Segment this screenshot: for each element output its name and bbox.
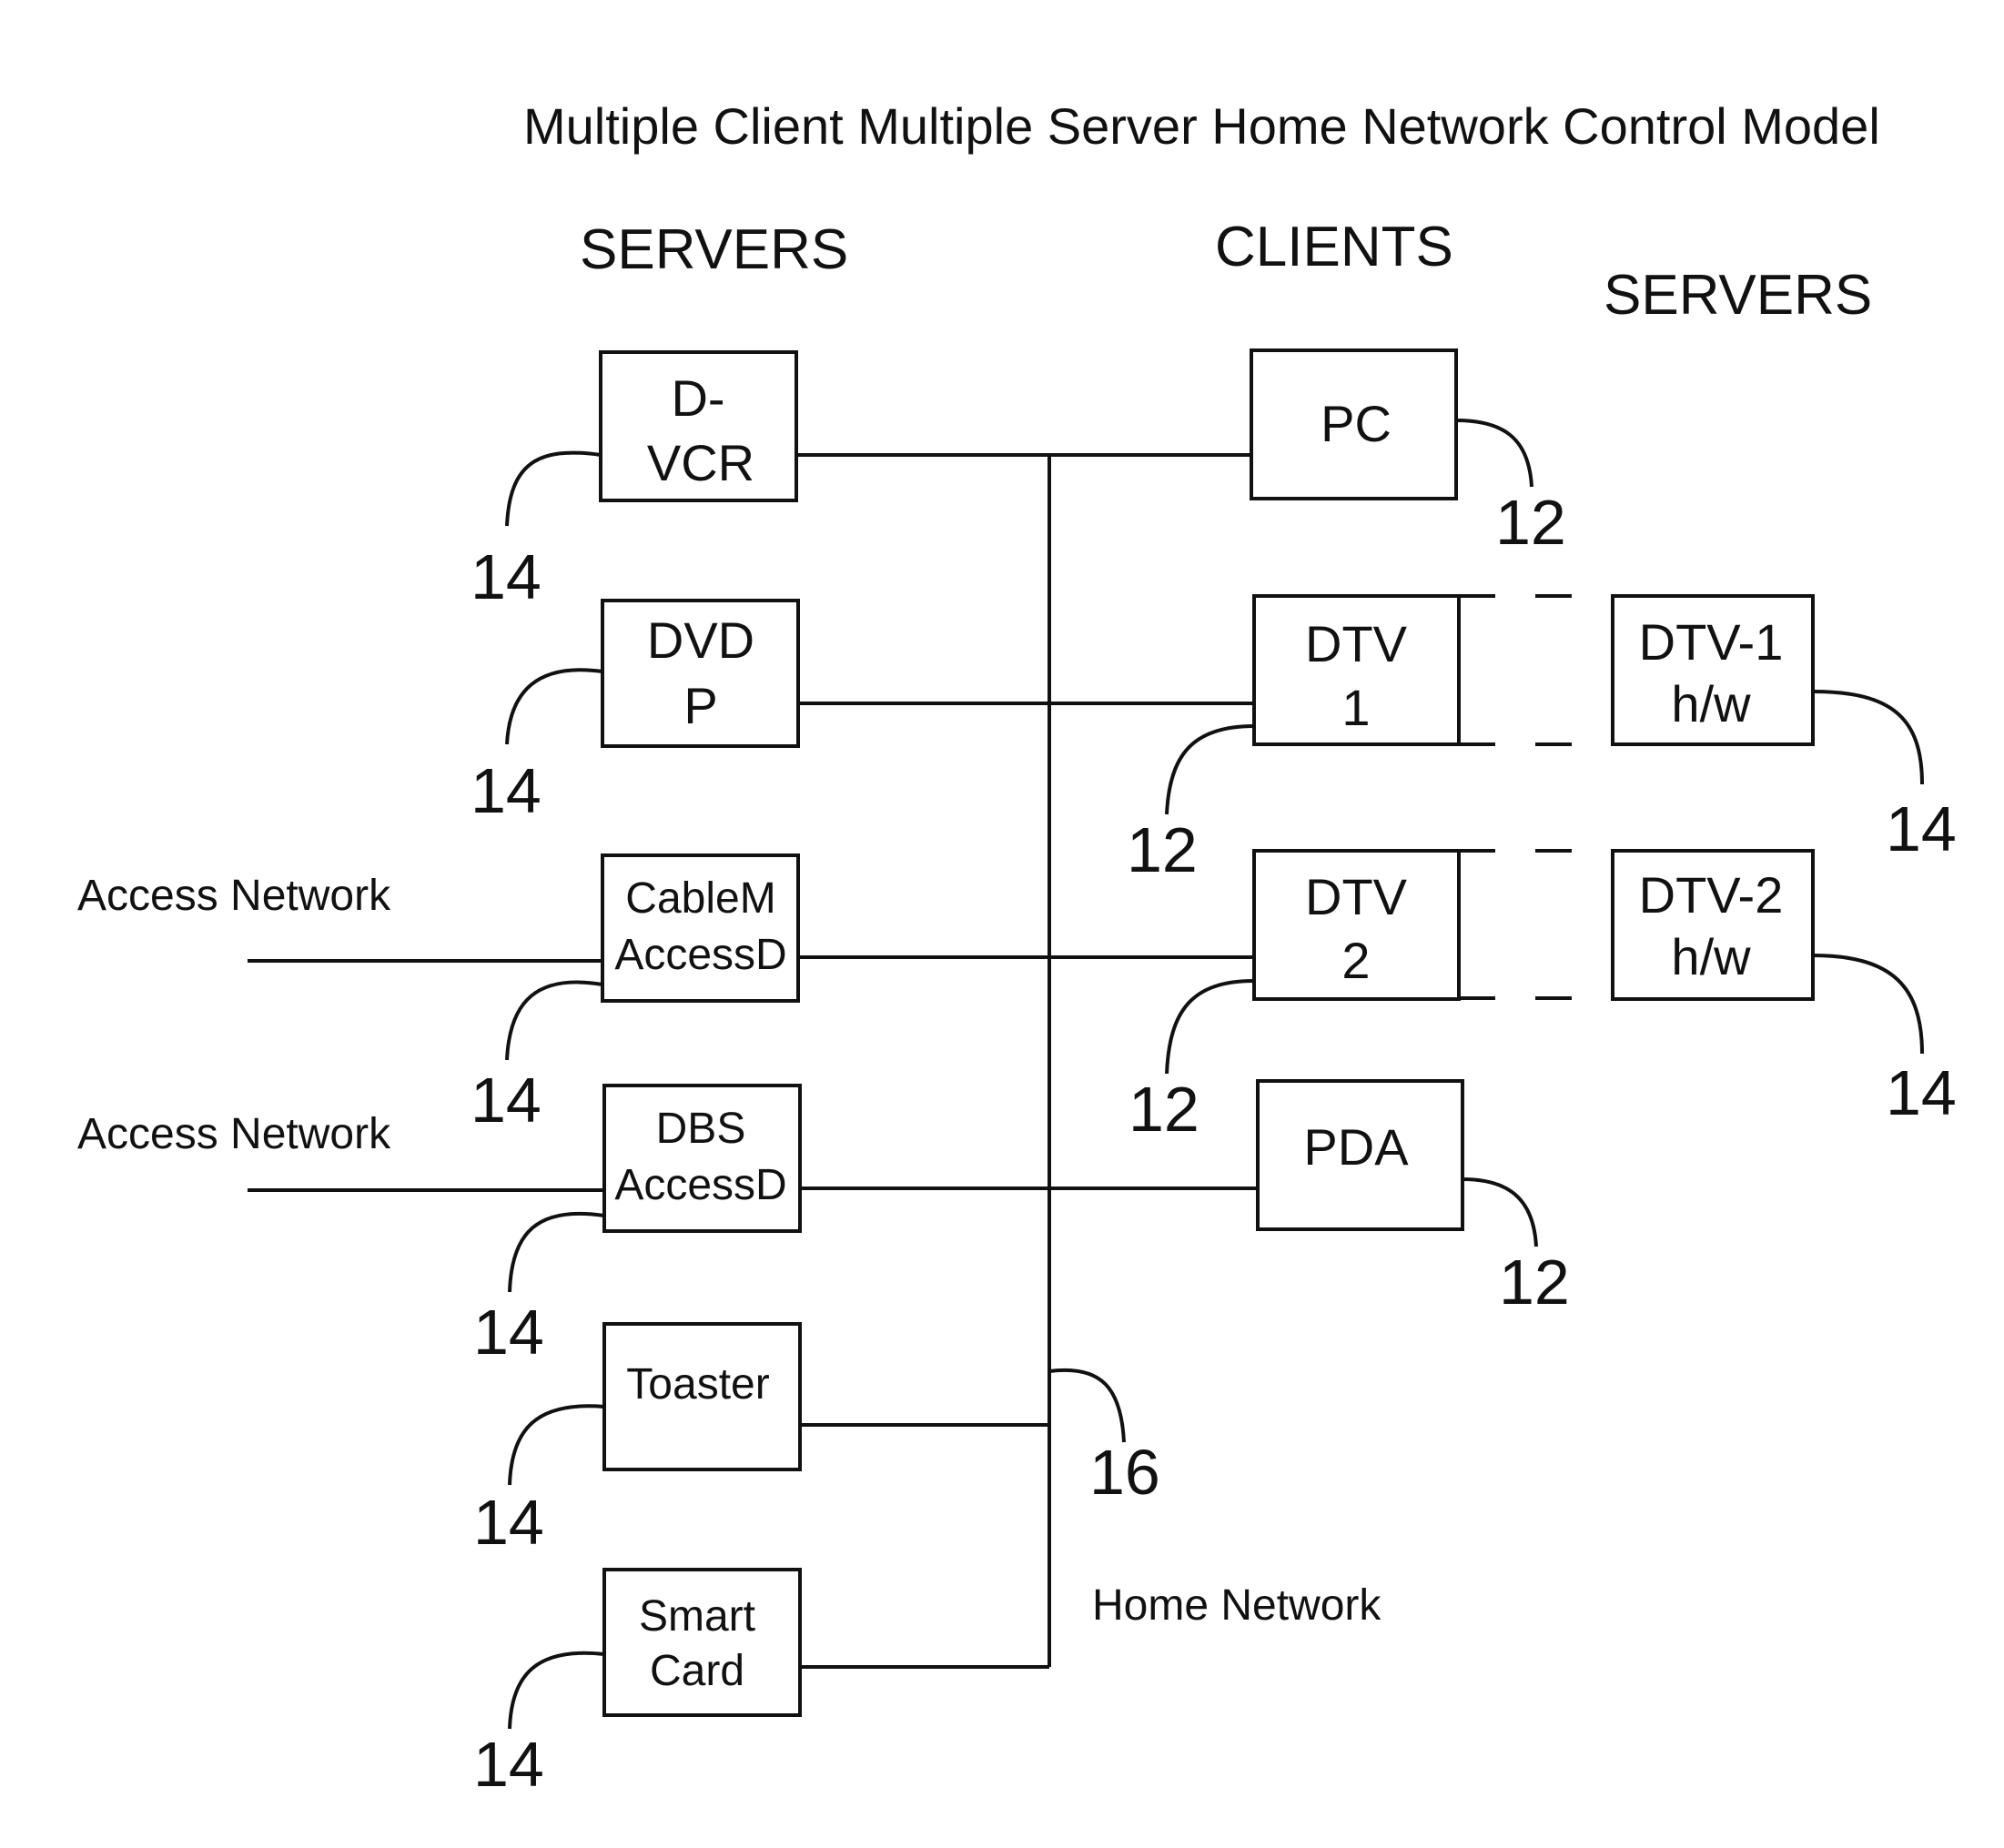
leader-pda: [1463, 1179, 1536, 1247]
leader-dtv2: [1167, 981, 1254, 1074]
client-dtv2-label-2: 2: [1341, 932, 1370, 989]
server-dvd-label-1: DVD: [647, 611, 754, 669]
ref-dbs: 14: [473, 1297, 544, 1368]
client-dtv1-label-1: DTV: [1305, 615, 1408, 672]
leader-dvcr: [507, 453, 601, 526]
diagram-title: Multiple Client Multiple Server Home Net…: [523, 97, 1880, 155]
access-network-label-1: Access Network: [77, 872, 391, 920]
server-cablem-label-1: CableM: [625, 874, 775, 923]
server-dtv1-hw-label-2: h/w: [1671, 675, 1751, 732]
leader-dbs: [510, 1214, 604, 1292]
server-dtv1-hw: DTV-1 h/w: [1613, 596, 1813, 744]
ref-dtv2: 12: [1129, 1074, 1199, 1145]
leader-dtv1: [1167, 726, 1254, 814]
leader-pc: [1456, 420, 1532, 487]
leader-dtv1-hw: [1813, 692, 1922, 784]
server-cablem: CableM AccessD: [602, 855, 798, 1001]
server-toaster-label-1: Toaster: [626, 1360, 769, 1409]
ref-dtv1: 12: [1127, 814, 1198, 885]
server-dvcr-label-2: VCR: [647, 434, 754, 491]
leader-smartcard: [510, 1653, 604, 1729]
ref-pda: 12: [1499, 1247, 1570, 1318]
server-dtv2-hw-label-2: h/w: [1671, 928, 1751, 985]
ref-cablem: 14: [471, 1065, 541, 1136]
server-dbs-label-2: AccessD: [614, 1161, 786, 1209]
server-dtv2-hw: DTV-2 h/w: [1613, 851, 1813, 999]
ref-pc: 12: [1495, 487, 1566, 558]
client-pda-label-1: PDA: [1303, 1118, 1409, 1176]
leader-dtv2-hw: [1813, 955, 1922, 1054]
ref-dtv2-hw: 14: [1886, 1057, 1957, 1128]
server-dvd: DVD P: [602, 601, 798, 746]
client-dtv1-label-2: 1: [1341, 679, 1370, 736]
leader-dvd: [507, 670, 602, 744]
leader-toaster: [510, 1406, 604, 1485]
server-smartcard-label-1: Smart: [639, 1592, 755, 1641]
server-cablem-label-2: AccessD: [614, 931, 786, 979]
ref-home-network: 16: [1089, 1437, 1160, 1508]
server-dtv1-hw-label-1: DTV-1: [1639, 613, 1784, 671]
server-smartcard: Smart Card: [604, 1570, 800, 1715]
server-smartcard-label-2: Card: [650, 1647, 744, 1695]
home-network-label: Home Network: [1092, 1581, 1382, 1630]
ref-dtv1-hw: 14: [1886, 793, 1957, 864]
server-dvcr-label-1: D-: [671, 369, 724, 427]
client-dtv2: DTV 2: [1254, 851, 1459, 999]
header-servers-left: SERVERS: [580, 218, 848, 281]
server-toaster: Toaster: [604, 1324, 800, 1469]
header-servers-right: SERVERS: [1604, 264, 1872, 327]
client-pc-label-1: PC: [1321, 395, 1392, 452]
leader-home-network: [1049, 1370, 1124, 1442]
server-dvcr: D- VCR: [601, 352, 796, 500]
client-pda: PDA: [1258, 1081, 1463, 1229]
server-dtv2-hw-label-1: DTV-2: [1639, 866, 1784, 924]
server-dbs-label-1: DBS: [656, 1105, 746, 1153]
header-clients: CLIENTS: [1215, 216, 1453, 278]
leader-cablem: [507, 982, 602, 1060]
ref-toaster: 14: [473, 1487, 544, 1558]
client-dtv2-label-1: DTV: [1305, 868, 1408, 925]
access-network-label-2: Access Network: [77, 1110, 391, 1158]
ref-dvd: 14: [471, 755, 541, 826]
server-dvd-label-2: P: [683, 677, 717, 734]
server-dbs: DBS AccessD: [604, 1086, 800, 1231]
ref-dvcr: 14: [471, 541, 541, 612]
ref-smartcard: 14: [473, 1729, 544, 1800]
client-dtv1: DTV 1: [1254, 596, 1459, 744]
client-pc: PC: [1251, 350, 1456, 499]
